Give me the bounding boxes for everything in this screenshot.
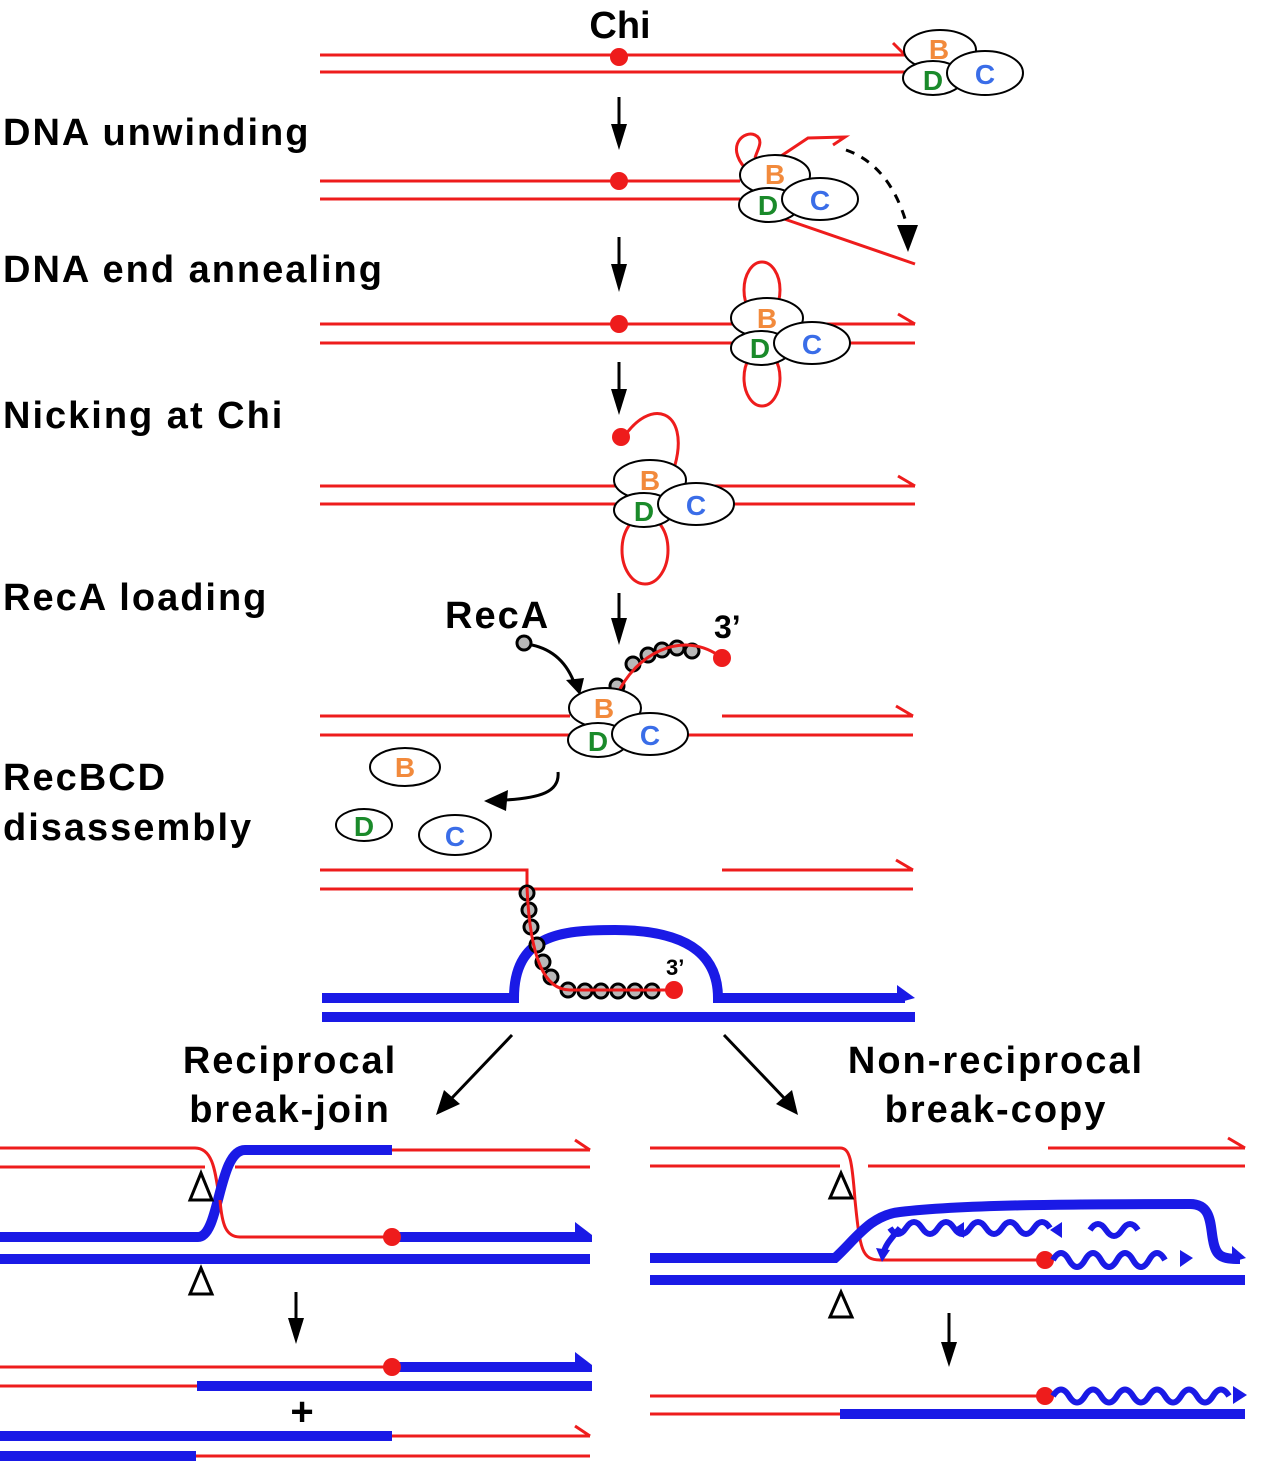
subunit-c-label: C bbox=[445, 821, 465, 852]
pathway-left-title-2: break-join bbox=[189, 1089, 391, 1131]
nonreciprocal-break-copy-intermediate bbox=[650, 1136, 1246, 1319]
lagging-strand-synthesis bbox=[887, 1219, 1053, 1237]
subunit-d-label: D bbox=[354, 811, 374, 842]
stage-nicking-at-chi: B D C bbox=[320, 412, 916, 586]
recbcd-complex: B D C bbox=[567, 687, 689, 758]
recbcd-complex: B D C bbox=[902, 29, 1024, 96]
nonreciprocal-break-copy-product bbox=[650, 1386, 1247, 1419]
chi-site-icon bbox=[383, 1228, 401, 1246]
chi-site-icon bbox=[610, 172, 628, 190]
arrowhead-icon bbox=[566, 678, 584, 695]
stage-recbcd-disassembly: B D C bbox=[335, 747, 560, 856]
stage-strand-invasion: 3’ bbox=[320, 858, 915, 1022]
subunit-b-label: B bbox=[757, 303, 777, 334]
subunit-d-label: D bbox=[923, 65, 943, 96]
three-prime-label: 3’ bbox=[714, 609, 741, 645]
leading-strand-synthesis bbox=[1050, 1250, 1168, 1270]
down-arrow-icon bbox=[611, 593, 627, 645]
pathway-right-title-1: Non-reciprocal bbox=[848, 1040, 1144, 1082]
chi-site-icon bbox=[610, 48, 628, 66]
subunit-d-label: D bbox=[588, 726, 608, 757]
recbcd-complex: B D C bbox=[613, 459, 735, 528]
stage-initial: Chi B D C bbox=[320, 5, 1024, 96]
chi-site-icon bbox=[610, 315, 628, 333]
chi-site-icon bbox=[713, 649, 731, 667]
step-label-reca-loading: RecA loading bbox=[3, 577, 268, 619]
reca-monomer-icon bbox=[515, 634, 533, 652]
reca-label: RecA bbox=[445, 595, 550, 637]
arrowhead-icon bbox=[484, 790, 508, 811]
chi-label: Chi bbox=[589, 5, 650, 47]
free-subunit-b: B bbox=[369, 747, 441, 787]
reciprocal-break-join-products: + bbox=[0, 1352, 592, 1461]
chi-site-icon bbox=[665, 981, 683, 999]
reciprocal-break-join-intermediate bbox=[0, 1138, 592, 1296]
subunit-d-label: D bbox=[634, 496, 654, 527]
step-label-dna-unwinding: DNA unwinding bbox=[3, 112, 310, 154]
chi-site-icon bbox=[1036, 1387, 1054, 1405]
branch-arrow-left-icon bbox=[436, 1033, 514, 1115]
step-label-nicking-at-chi: Nicking at Chi bbox=[3, 395, 284, 437]
subunit-d-label: D bbox=[758, 190, 778, 221]
subunit-b-label: B bbox=[640, 465, 660, 496]
subunit-c-label: C bbox=[810, 185, 830, 216]
cleavage-triangle-icon bbox=[187, 1264, 215, 1296]
cleavage-triangle-icon bbox=[827, 1169, 855, 1200]
plus-sign: + bbox=[290, 1390, 313, 1434]
down-arrow-icon bbox=[611, 237, 627, 292]
subunit-b-label: B bbox=[929, 34, 949, 65]
subunit-c-label: C bbox=[975, 59, 995, 90]
strand-end-arrow-icon bbox=[897, 985, 915, 1003]
stage-dna-end-annealing: B D C bbox=[320, 260, 916, 408]
down-arrow-icon bbox=[611, 97, 627, 150]
cleavage-triangle-icon bbox=[187, 1169, 215, 1202]
subunit-c-label: C bbox=[802, 329, 822, 360]
dashed-arrow bbox=[845, 148, 908, 223]
stage-dna-unwinding: B D C bbox=[320, 132, 918, 266]
down-arrow-icon bbox=[288, 1292, 304, 1344]
free-subunit-d: D bbox=[335, 808, 393, 842]
arrowhead-icon bbox=[897, 225, 918, 252]
chi-site-icon bbox=[1036, 1251, 1054, 1269]
stage-reca-loading: RecA 3’ B D C bbox=[320, 595, 914, 758]
step-label-disassembly: disassembly bbox=[3, 807, 253, 849]
recbcd-complex: B D C bbox=[730, 297, 851, 366]
down-arrow-icon bbox=[941, 1313, 957, 1367]
reca-filament bbox=[518, 884, 661, 1000]
step-label-recbcd: RecBCD bbox=[3, 757, 167, 799]
subunit-b-label: B bbox=[395, 752, 415, 783]
step-label-dna-end-annealing: DNA end annealing bbox=[3, 249, 384, 291]
three-prime-label: 3’ bbox=[666, 955, 684, 980]
subunit-b-label: B bbox=[765, 159, 785, 190]
subunit-d-label: D bbox=[750, 333, 770, 364]
chi-site-icon bbox=[383, 1358, 401, 1376]
cleavage-triangle-icon bbox=[827, 1288, 855, 1319]
subunit-c-label: C bbox=[640, 720, 660, 751]
free-subunit-c: C bbox=[418, 814, 492, 856]
pathway-right-title-2: break-copy bbox=[885, 1089, 1108, 1131]
branch-arrow-right-icon bbox=[722, 1033, 798, 1115]
down-arrow-icon bbox=[611, 362, 627, 415]
chi-site-icon bbox=[612, 428, 630, 446]
pathway-left-title-1: Reciprocal bbox=[183, 1040, 397, 1082]
recbcd-complex: B D C bbox=[738, 154, 859, 223]
subunit-c-label: C bbox=[686, 490, 706, 521]
reca-filament bbox=[608, 639, 701, 695]
subunit-b-label: B bbox=[594, 693, 614, 724]
